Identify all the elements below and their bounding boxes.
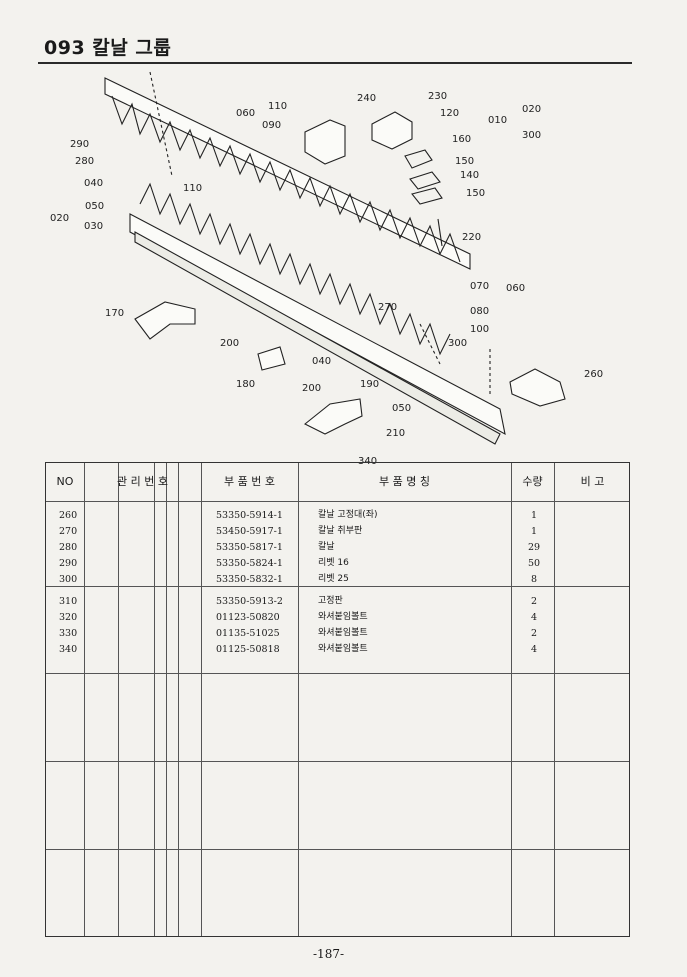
- callout-label-240: 240: [357, 93, 376, 104]
- callout-label-090: 090: [262, 120, 281, 131]
- cutter-bar: [129, 213, 506, 436]
- guard-060: [304, 119, 346, 165]
- callout-label-260: 260: [584, 369, 603, 380]
- callout-label-120: 120: [440, 108, 459, 119]
- callout-label-060: 060: [236, 108, 255, 119]
- callout-label-020: 020: [522, 104, 541, 115]
- upper-blade-teeth: [111, 95, 461, 263]
- callout-label-180: 180: [236, 379, 255, 390]
- callout-label-200: 200: [220, 338, 239, 349]
- callout-label-140: 140: [460, 170, 479, 181]
- header-management-number: 관 리 번 호: [117, 475, 168, 488]
- callout-label-160: 160: [452, 134, 471, 145]
- callout-label-280: 280: [75, 156, 94, 167]
- bracket-part-120: [371, 111, 413, 150]
- plate-170: [134, 301, 196, 340]
- bracket-part-150b: [411, 187, 443, 205]
- page-title: 093 칼날 그룹: [44, 37, 172, 59]
- callout-label-210: 210: [386, 428, 405, 439]
- callout-label-050: 050: [392, 403, 411, 414]
- callout-label-050: 050: [85, 201, 104, 212]
- header-no: NO: [56, 475, 74, 488]
- callout-label-110: 110: [183, 183, 202, 194]
- exploded-parts-diagram: 240 230 120 160 150 140 150 220 010 020 300 110 060 0…: [0, 64, 687, 467]
- header-part-name: 부 품 명 칭: [379, 475, 430, 488]
- callout-label-010: 010: [488, 115, 507, 126]
- header-remarks: 비 고: [580, 475, 605, 488]
- callout-label-200: 200: [302, 383, 321, 394]
- callout-label-110: 110: [268, 101, 287, 112]
- callout-label-190: 190: [360, 379, 379, 390]
- callout-label-170: 170: [105, 308, 124, 319]
- header-quantity: 수량: [522, 475, 543, 488]
- callout-label-220: 220: [462, 232, 481, 243]
- callout-label-080: 080: [470, 306, 489, 317]
- callout-label-060: 060: [506, 283, 525, 294]
- callout-label-100: 100: [470, 324, 489, 335]
- plate-190: [303, 398, 363, 435]
- upper-blade-bar: [104, 77, 471, 270]
- callout-label-070: 070: [470, 281, 489, 292]
- callout-label-150: 150: [455, 156, 474, 167]
- callout-label-150: 150: [466, 188, 485, 199]
- callout-label-300: 300: [522, 130, 541, 141]
- callout-label-020: 020: [50, 213, 69, 224]
- guard-260: [509, 368, 566, 407]
- header-part-number: 부 품 번 호: [224, 475, 275, 488]
- bolt-220: [437, 218, 443, 247]
- plate-180: [257, 346, 286, 371]
- callout-label-300: 300: [448, 338, 467, 349]
- lower-blade-teeth: [139, 182, 451, 356]
- callout-label-340: 340: [358, 456, 377, 467]
- callout-label-230: 230: [428, 91, 447, 102]
- bracket-part-140: [409, 171, 441, 190]
- cutter-bar-lower: [134, 231, 501, 445]
- bracket-part-150: [404, 149, 433, 169]
- page-number: -187-: [313, 947, 345, 961]
- callout-label-270: 270: [378, 302, 397, 313]
- callout-label-030: 030: [84, 221, 103, 232]
- parts-table: NO 관 리 번 호 부 품 번 호 부 품 명 칭 수량 비 고 260 53…: [45, 462, 630, 937]
- title-rule: [38, 62, 632, 64]
- callout-label-290: 290: [70, 139, 89, 150]
- callout-label-040: 040: [84, 178, 103, 189]
- callout-label-040: 040: [312, 356, 331, 367]
